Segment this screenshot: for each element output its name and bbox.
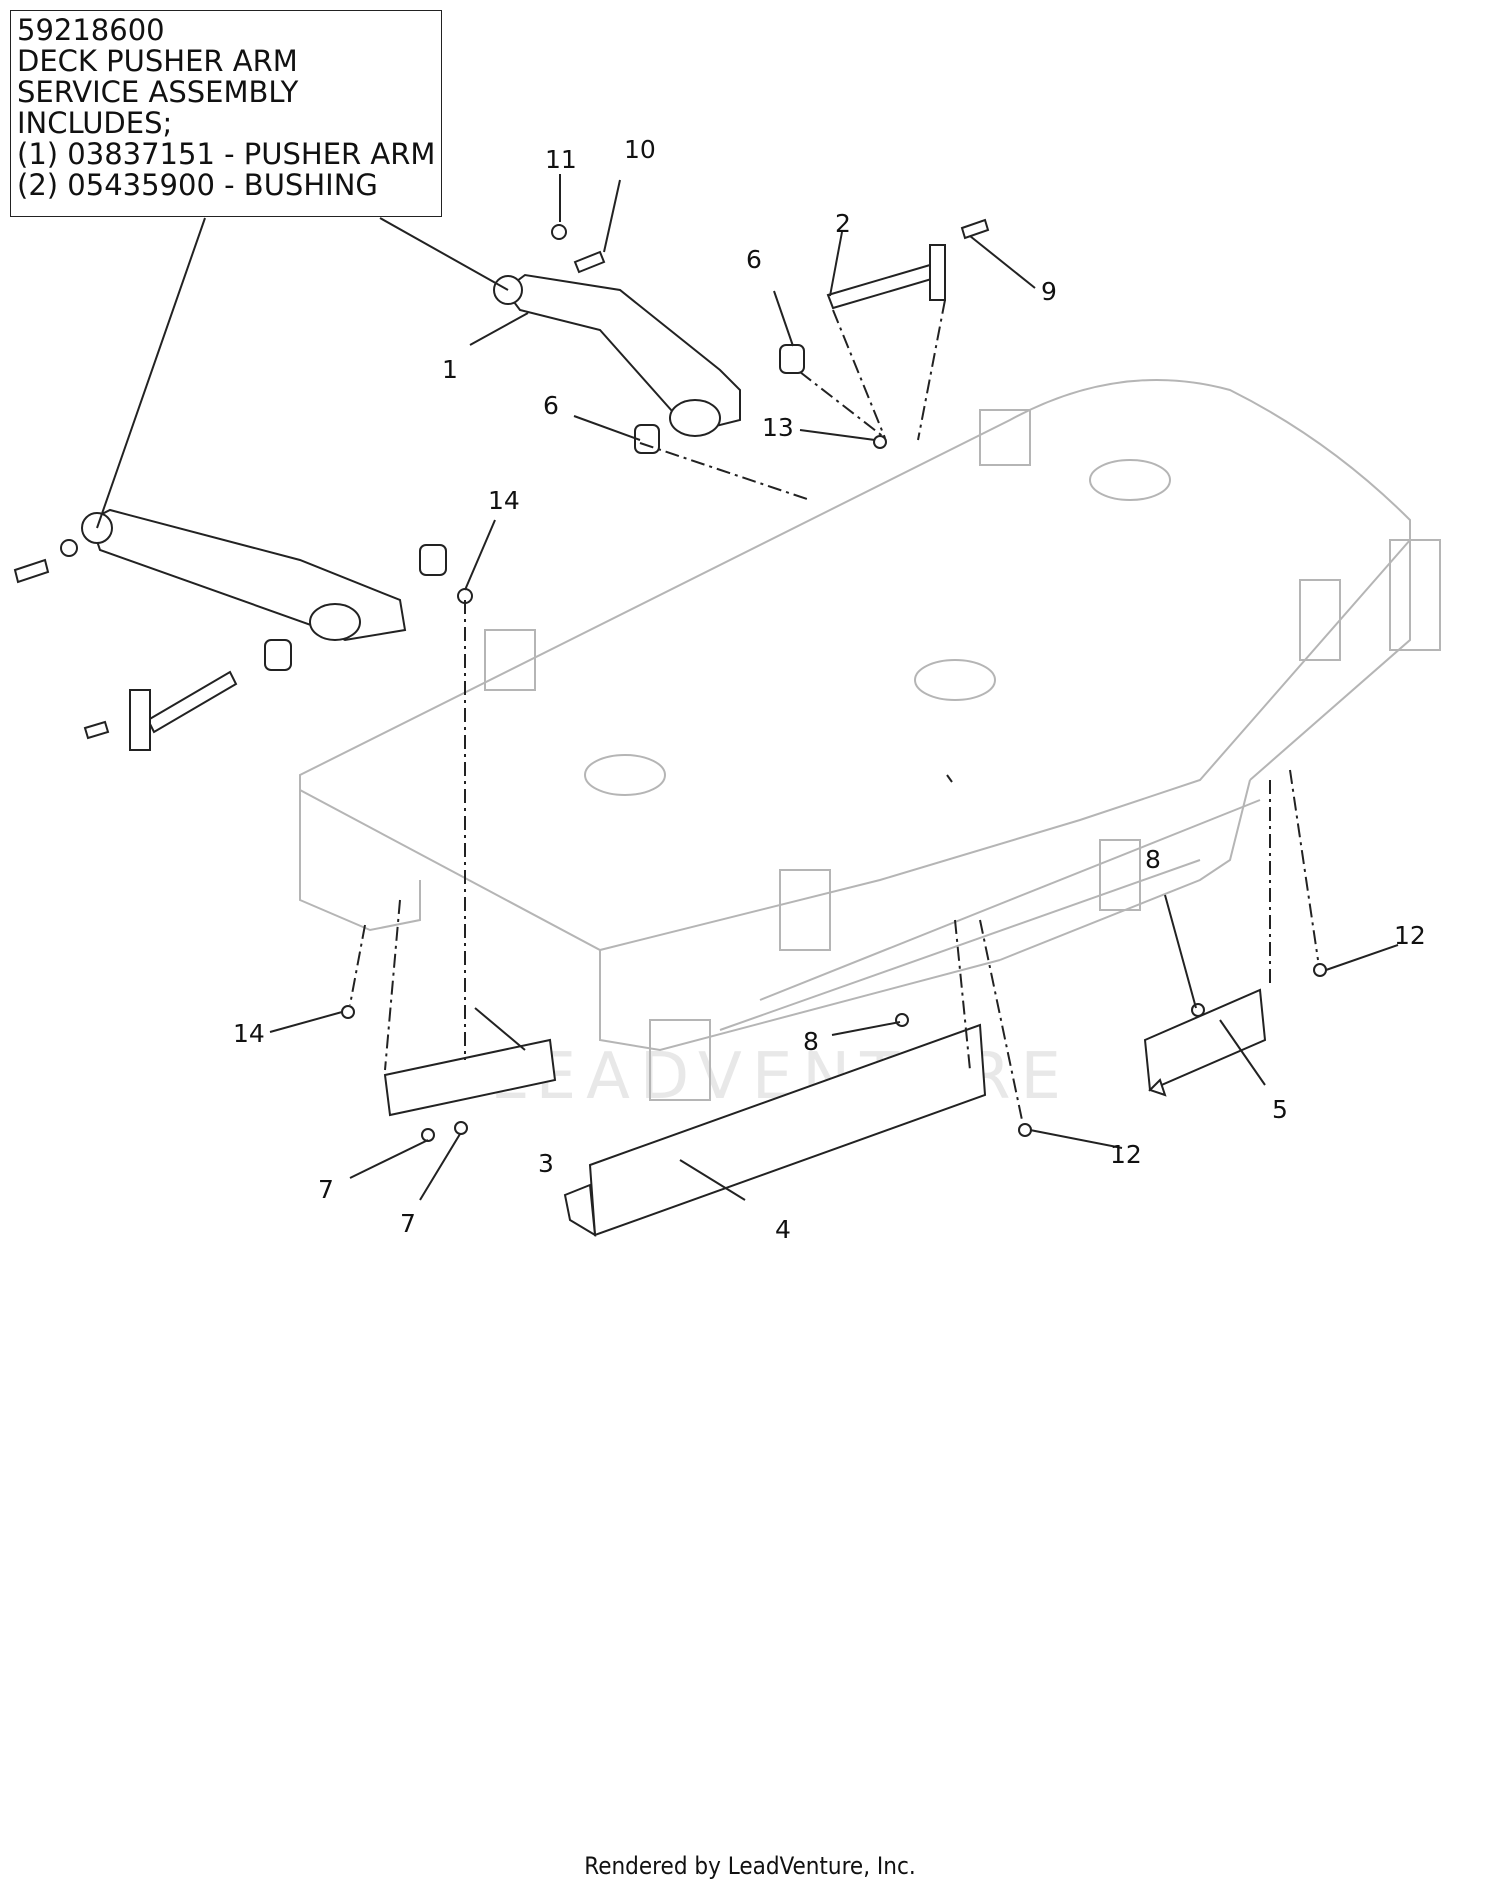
- callout-line: INCLUDES;: [17, 106, 173, 140]
- callout-line: 59218600: [17, 13, 165, 47]
- callout-3: 3: [538, 1149, 554, 1178]
- service-assembly-callout-box: 59218600 DECK PUSHER ARM SERVICE ASSEMBL…: [10, 10, 442, 217]
- callout-13: 13: [762, 413, 794, 442]
- callout-8a: 8: [803, 1027, 819, 1056]
- callout-8b: 8: [1145, 845, 1161, 874]
- callout-7b: 7: [400, 1209, 416, 1238]
- callout-line: (2) 05435900 - BUSHING: [17, 168, 378, 202]
- callout-10: 10: [624, 135, 656, 164]
- mower-deck: [299, 379, 1441, 1101]
- callout-line: DECK PUSHER ARM: [17, 44, 298, 78]
- callout-12a: 12: [1110, 1140, 1142, 1169]
- callout-2: 2: [835, 209, 851, 238]
- callout-14a: 14: [488, 486, 520, 515]
- callout-5: 5: [1272, 1095, 1288, 1124]
- callout-9: 9: [1041, 277, 1057, 306]
- callout-1: 1: [442, 355, 458, 384]
- part-pusher-arm-upper: [493, 273, 741, 437]
- callout-6a: 6: [746, 245, 762, 274]
- part-pusher-arm-lower: [81, 508, 407, 642]
- callout-12b: 12: [1394, 921, 1426, 950]
- callout-6b: 6: [543, 391, 559, 420]
- callout-14b: 14: [233, 1019, 265, 1048]
- callout-7a: 7: [318, 1175, 334, 1204]
- footer-credit: Rendered by LeadVenture, Inc.: [584, 1852, 916, 1880]
- callout-11: 11: [545, 145, 577, 174]
- callout-4: 4: [775, 1215, 791, 1244]
- callout-line: SERVICE ASSEMBLY: [17, 75, 299, 109]
- callout-line: (1) 03837151 - PUSHER ARM: [17, 137, 436, 171]
- part-shields: [383, 988, 1267, 1237]
- part-bushings-and-pins: [13, 218, 990, 751]
- leader-lines: [96, 174, 1399, 1201]
- callout-numbers: 1 2 3 4 5 6 6 7 7 8 8 9 10 11 12 12 13 1…: [233, 135, 1426, 1244]
- assembly-lines: [349, 299, 1319, 1121]
